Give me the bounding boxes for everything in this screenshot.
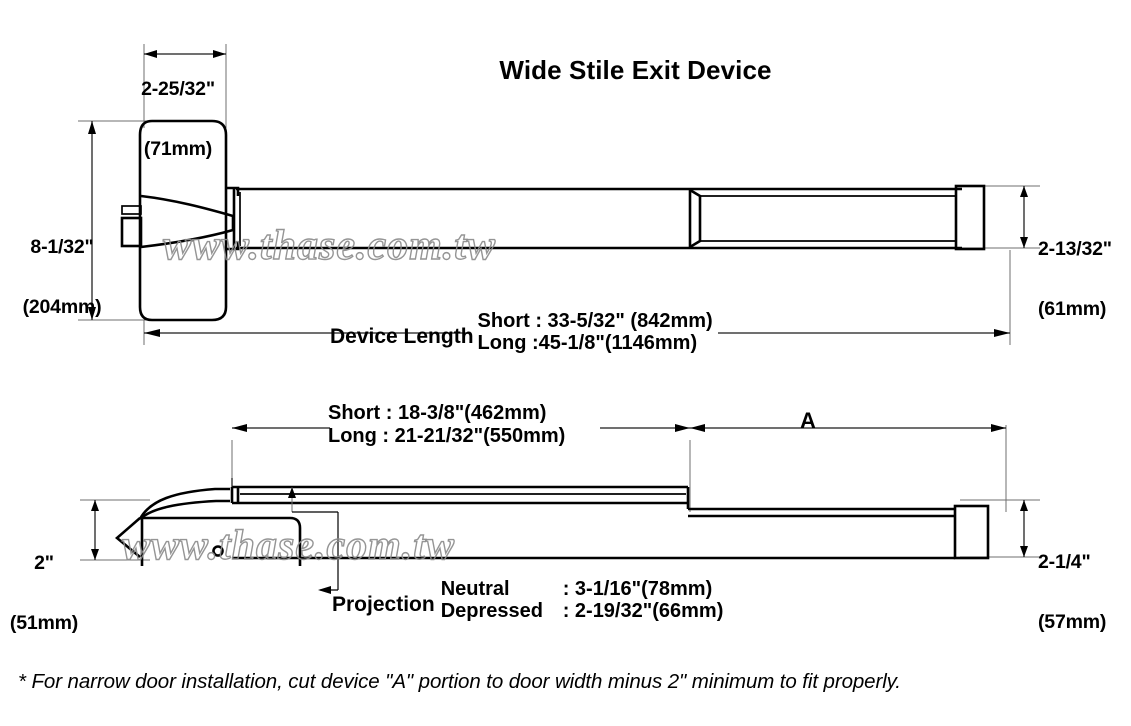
dim-bl-inch: 2" <box>34 551 54 574</box>
dim-arrow-left-top <box>88 121 96 134</box>
side-pad-top-curve <box>138 487 230 520</box>
mount-tab-lower <box>120 216 143 248</box>
projection-row-neutral: Neutral : 3-1/16"(78mm) <box>441 578 724 600</box>
device-length-long: Long :45-1/8"(1146mm) <box>477 332 698 355</box>
projection-callout: Projection Neutral : 3-1/16"(78mm) Depre… <box>332 578 723 623</box>
cylinder-hole <box>212 545 224 557</box>
device-length-short: Short : 33-5/32" (842mm) <box>477 310 713 332</box>
dim-arrow-top-right <box>213 50 226 58</box>
dim-arrow-right-top <box>1020 186 1028 197</box>
dim-label-bottom-right-height: 2-1/4" (57mm) <box>1038 511 1130 673</box>
page-title: Wide Stile Exit Device <box>0 55 1131 86</box>
projection-neutral-name: Neutral <box>440 578 510 600</box>
bar-length-short: Short : 18-3/8"(462mm) <box>328 402 547 424</box>
dim-top-mm: (71mm) <box>143 138 213 161</box>
dim-left-mm: (204mm) <box>22 296 102 319</box>
dim-right-inch: 2-13/32" <box>1038 237 1112 260</box>
projection-neutral-value: : 3-1/16"(78mm) <box>562 578 713 600</box>
side-pad-inner-curve <box>139 499 230 521</box>
device-length-label: Device Length <box>330 325 474 349</box>
dim-label-top-width: 2-25/32" (71mm) <box>118 38 238 200</box>
dim-arrow-top-left <box>144 50 157 58</box>
mount-tab-upper <box>121 205 142 215</box>
dim-br-mm: (57mm) <box>1038 611 1107 634</box>
dim-arrow-devlen-left <box>144 329 160 337</box>
dim-arrow-bar-right <box>675 424 690 432</box>
projection-row-depressed: Depressed : 2-19/32"(66mm) <box>441 600 724 622</box>
page-title-text: Wide Stile Exit Device <box>499 55 772 85</box>
dim-left-inch: 8-1/32" <box>30 235 94 258</box>
footnote-text: * For narrow door installation, cut devi… <box>18 670 901 693</box>
projection-depressed-value: : 2-19/32"(66mm) <box>562 600 724 623</box>
side-end-cap <box>953 504 990 560</box>
projection-values: Neutral : 3-1/16"(78mm) Depressed : 2-19… <box>441 578 724 623</box>
dim-arrow-bl-bottom <box>91 549 99 560</box>
dim-arrow-bar-left <box>232 424 247 432</box>
dim-arrow-projection-top <box>288 487 296 498</box>
dim-arrow-a-left <box>690 424 705 432</box>
dim-right-mm: (61mm) <box>1038 298 1107 321</box>
nose-chevron <box>114 517 141 559</box>
bar-length-long: Long : 21-21/32"(550mm) <box>328 425 566 447</box>
rail-inner-chamfer <box>689 188 702 249</box>
dim-arrow-left-bottom <box>88 307 96 320</box>
chassis-side-body <box>142 516 302 566</box>
device-length-values: Short : 33-5/32" (842mm) Long :45-1/8"(1… <box>478 310 713 355</box>
dim-bl-mm: (51mm) <box>9 612 79 635</box>
dim-label-left-height: 8-1/32" (204mm) <box>6 196 118 358</box>
projection-label: Projection <box>332 592 435 616</box>
device-length-callout: Device Length Short : 33-5/32" (842mm) L… <box>330 310 713 355</box>
dim-arrow-br-top <box>1020 500 1028 511</box>
bar-length-callout: Short : 18-3/8"(462mm) Long : 21-21/32"(… <box>328 402 565 448</box>
dim-label-a: A <box>800 408 816 433</box>
projection-depressed-name: Depressed <box>440 600 543 623</box>
dim-br-inch: 2-1/4" <box>1038 550 1091 573</box>
dim-arrow-a-right <box>991 424 1006 432</box>
dim-arrow-projection <box>318 586 331 594</box>
dim-arrow-right-bottom <box>1020 237 1028 248</box>
push-pad-taper <box>140 194 235 249</box>
dim-arrow-br-bottom <box>1020 546 1028 557</box>
dim-arrow-devlen-right <box>994 329 1010 337</box>
dim-label-right-height: 2-13/32" (61mm) <box>1038 198 1130 360</box>
right-end-cap <box>954 184 986 251</box>
top-view-geometry <box>78 44 1040 345</box>
dim-arrow-bl-top <box>91 500 99 511</box>
chassis-outline <box>138 119 228 322</box>
dim-top-inch: 2-25/32" <box>141 77 215 100</box>
side-view-geometry <box>80 424 1040 594</box>
dim-label-bottom-left-height: 2" (51mm) <box>4 512 84 674</box>
